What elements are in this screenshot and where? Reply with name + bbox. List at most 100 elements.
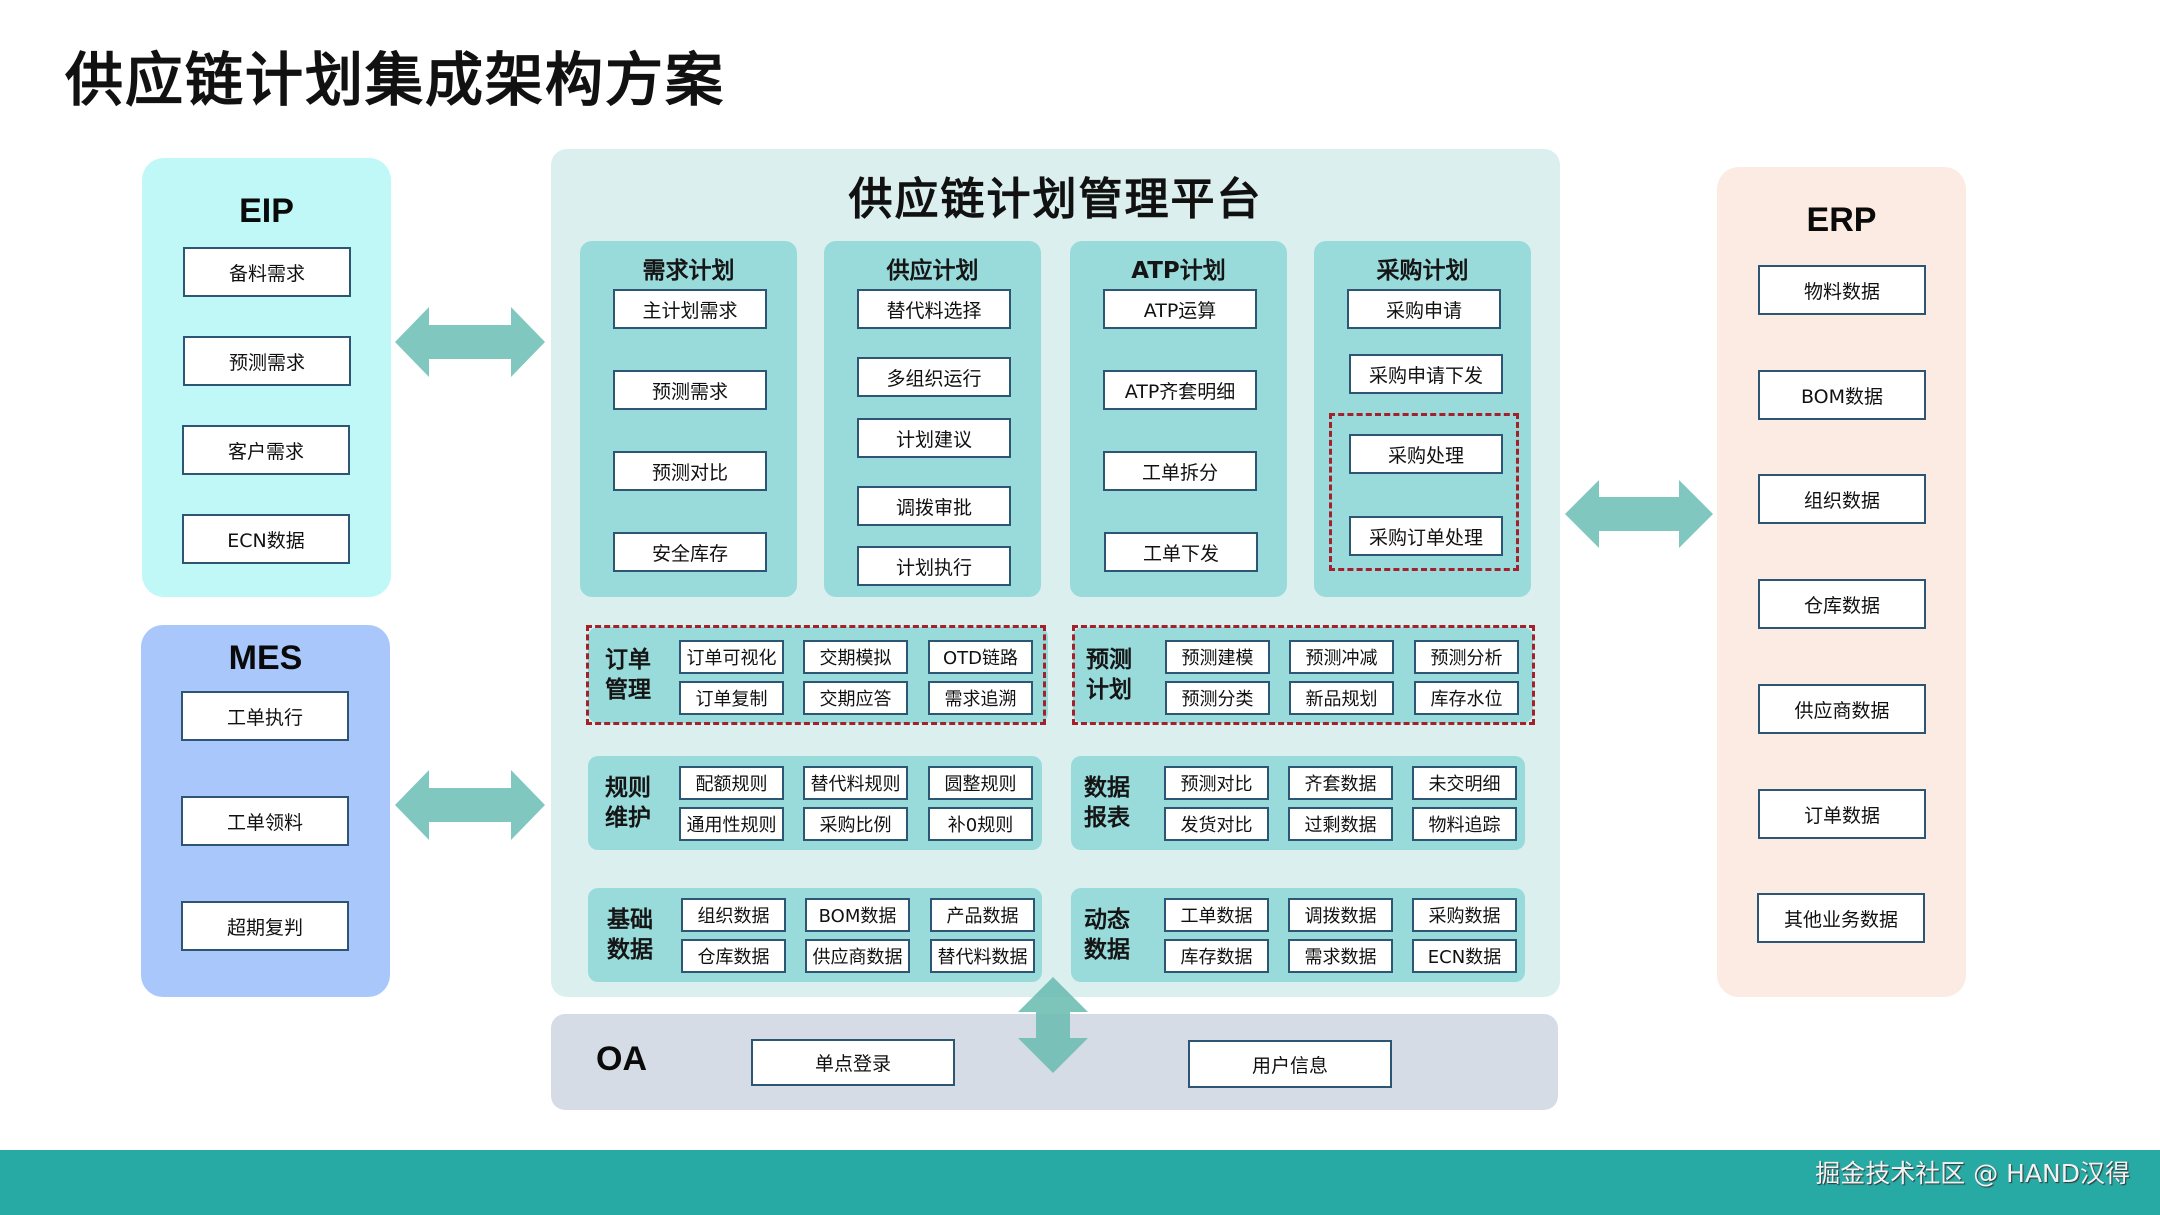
oa-item-sso[interactable]: 单点登录: [751, 1039, 955, 1086]
mes-title: MES: [228, 639, 303, 677]
module-order-management: 订单 管理 订单可视化 交期模拟 OTD链路 订单复制 交期应答 需求追溯: [588, 627, 1048, 723]
module-title: ATP计划: [1131, 258, 1226, 284]
erp-item[interactable]: 仓库数据: [1758, 579, 1926, 629]
module-label: 预测 计划: [1086, 647, 1132, 703]
module-item[interactable]: 库存数据: [1164, 939, 1269, 973]
platform-title: 供应链计划管理平台: [848, 174, 1263, 225]
eip-title: EIP: [239, 192, 294, 230]
module-item[interactable]: ATP齐套明细: [1103, 370, 1257, 410]
eip-panel: EIP 备料需求 预测需求 客户需求 ECN数据: [142, 158, 391, 597]
erp-item[interactable]: 其他业务数据: [1757, 893, 1925, 943]
module-label: 订单 管理: [605, 647, 651, 703]
eip-item[interactable]: 备料需求: [183, 247, 351, 297]
module-item[interactable]: 采购订单处理: [1349, 516, 1503, 556]
module-item[interactable]: 通用性规则: [679, 807, 784, 841]
erp-item[interactable]: 订单数据: [1758, 789, 1926, 839]
erp-item[interactable]: BOM数据: [1758, 370, 1926, 420]
footer-band: [0, 1150, 2160, 1215]
module-item[interactable]: 采购处理: [1349, 434, 1503, 474]
erp-panel: ERP 物料数据 BOM数据 组织数据 仓库数据 供应商数据 订单数据 其他业务…: [1717, 167, 1966, 997]
module-item[interactable]: 圆整规则: [928, 766, 1033, 800]
oa-item-user-info[interactable]: 用户信息: [1188, 1040, 1392, 1088]
module-item[interactable]: 调拨审批: [857, 486, 1011, 526]
module-forecast-planning: 预测 计划 预测建模 预测冲减 预测分析 预测分类 新品规划 库存水位: [1073, 627, 1533, 723]
bidirectional-arrow-icon: [1565, 480, 1713, 548]
mes-item[interactable]: 工单执行: [181, 691, 349, 741]
module-item[interactable]: 替代料数据: [930, 939, 1035, 973]
module-item[interactable]: 替代料选择: [857, 289, 1011, 329]
module-item[interactable]: 主计划需求: [613, 289, 767, 329]
page-title: 供应链计划集成架构方案: [65, 46, 726, 114]
module-item[interactable]: BOM数据: [805, 898, 910, 932]
module-item[interactable]: 工单下发: [1104, 532, 1258, 572]
erp-title: ERP: [1806, 201, 1877, 239]
mes-panel: MES 工单执行 工单领料 超期复判: [141, 625, 390, 997]
erp-item[interactable]: 组织数据: [1758, 474, 1926, 524]
module-item[interactable]: 预测分类: [1165, 681, 1270, 715]
module-supply-planning: 供应计划 替代料选择 多组织运行 计划建议 调拨审批 计划执行: [824, 241, 1041, 597]
module-item[interactable]: 需求数据: [1288, 939, 1393, 973]
module-item[interactable]: 工单拆分: [1103, 451, 1257, 491]
module-item[interactable]: 预测对比: [613, 451, 767, 491]
module-item[interactable]: 仓库数据: [681, 939, 786, 973]
module-label: 数据 报表: [1084, 775, 1130, 831]
bidirectional-arrow-icon: [395, 770, 545, 840]
module-rule-maintenance: 规则 维护 配额规则 替代料规则 圆整规则 通用性规则 采购比例 补0规则: [588, 756, 1042, 850]
module-label: 规则 维护: [605, 775, 651, 831]
module-label: 动态 数据: [1084, 907, 1130, 963]
module-item[interactable]: 采购比例: [803, 807, 908, 841]
module-item[interactable]: 工单数据: [1164, 898, 1269, 932]
module-item[interactable]: 发货对比: [1164, 807, 1269, 841]
module-item[interactable]: 补0规则: [928, 807, 1033, 841]
module-title: 采购计划: [1376, 258, 1469, 284]
module-item[interactable]: 多组织运行: [857, 357, 1011, 397]
module-item[interactable]: 交期应答: [803, 681, 908, 715]
eip-item[interactable]: 预测需求: [183, 336, 351, 386]
vertical-bidirectional-arrow-icon: [1018, 977, 1088, 1073]
watermark: 掘金技术社区 @ HAND汉得: [1815, 1159, 2130, 1188]
module-item[interactable]: 过剩数据: [1288, 807, 1393, 841]
erp-item[interactable]: 物料数据: [1758, 265, 1926, 315]
bidirectional-arrow-icon: [395, 307, 545, 377]
module-item[interactable]: 交期模拟: [803, 640, 908, 674]
module-item[interactable]: 计划执行: [857, 546, 1011, 586]
module-item[interactable]: 未交明细: [1412, 766, 1517, 800]
module-dynamic-data: 动态 数据 工单数据 调拨数据 采购数据 库存数据 需求数据 ECN数据: [1071, 888, 1525, 982]
module-item[interactable]: 预测需求: [613, 370, 767, 410]
module-item[interactable]: 预测对比: [1164, 766, 1269, 800]
module-title: 需求计划: [642, 258, 735, 284]
module-item[interactable]: 产品数据: [930, 898, 1035, 932]
mes-item[interactable]: 超期复判: [181, 901, 349, 951]
module-item[interactable]: 安全库存: [613, 532, 767, 572]
module-item[interactable]: 配额规则: [679, 766, 784, 800]
module-item[interactable]: 新品规划: [1289, 681, 1394, 715]
module-item[interactable]: 需求追溯: [928, 681, 1033, 715]
module-item[interactable]: ECN数据: [1412, 939, 1517, 973]
module-item[interactable]: 采购申请下发: [1349, 354, 1503, 394]
module-item[interactable]: ATP运算: [1103, 289, 1257, 329]
eip-item[interactable]: ECN数据: [182, 514, 350, 564]
module-item[interactable]: 组织数据: [681, 898, 786, 932]
mes-item[interactable]: 工单领料: [181, 796, 349, 846]
module-item[interactable]: 预测分析: [1414, 640, 1519, 674]
module-item[interactable]: 物料追踪: [1412, 807, 1517, 841]
module-label: 基础 数据: [607, 907, 653, 963]
module-item[interactable]: 订单可视化: [679, 640, 784, 674]
module-item[interactable]: 采购数据: [1412, 898, 1517, 932]
module-item[interactable]: 调拨数据: [1288, 898, 1393, 932]
oa-title: OA: [596, 1040, 647, 1078]
module-item[interactable]: 库存水位: [1414, 681, 1519, 715]
module-item[interactable]: 供应商数据: [805, 939, 910, 973]
platform-panel: 供应链计划管理平台 需求计划 主计划需求 预测需求 预测对比 安全库存 供应计划…: [551, 149, 1560, 997]
module-demand-planning: 需求计划 主计划需求 预测需求 预测对比 安全库存: [580, 241, 797, 597]
module-item[interactable]: 预测冲减: [1289, 640, 1394, 674]
module-item[interactable]: 齐套数据: [1288, 766, 1393, 800]
module-item[interactable]: 采购申请: [1347, 289, 1501, 329]
module-item[interactable]: 订单复制: [679, 681, 784, 715]
erp-item[interactable]: 供应商数据: [1758, 684, 1926, 734]
module-item[interactable]: 预测建模: [1165, 640, 1270, 674]
module-item[interactable]: OTD链路: [928, 640, 1033, 674]
module-item[interactable]: 计划建议: [857, 418, 1011, 458]
eip-item[interactable]: 客户需求: [182, 425, 350, 475]
module-item[interactable]: 替代料规则: [803, 766, 908, 800]
